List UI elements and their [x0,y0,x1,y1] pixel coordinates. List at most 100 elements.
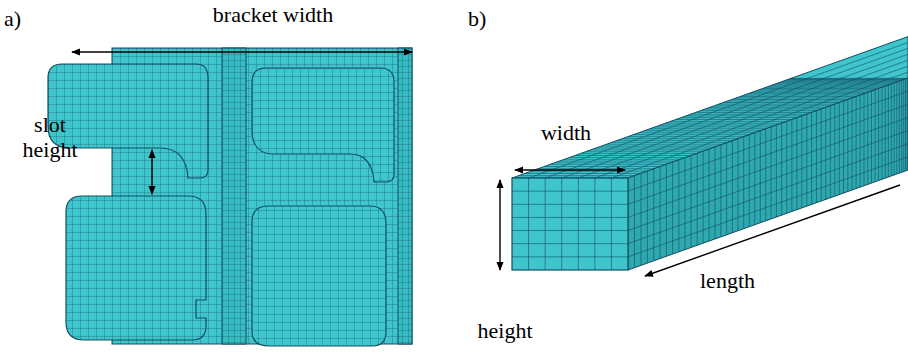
mesh-line [759,89,875,90]
mesh-line [825,107,826,199]
mesh-line [633,134,749,135]
mesh-line [894,83,895,175]
mesh-line [678,160,679,252]
mesh-line [786,121,787,213]
mesh-line [705,109,821,110]
mesh-line [644,130,760,131]
mesh-line [557,162,673,163]
mesh-line [748,93,864,94]
mesh-line [525,173,641,174]
mesh-line [512,217,628,218]
mesh-line [738,139,739,231]
mesh-line [714,147,715,239]
mesh-line [769,86,885,87]
mesh-line [765,129,766,221]
mesh-line [581,153,697,154]
mesh-line [885,86,886,178]
mesh-line [720,145,721,237]
mesh-line [726,143,727,235]
mesh-line [878,89,879,181]
mesh-line [634,176,635,268]
wire-mesh [512,37,908,270]
mesh-line [622,138,738,139]
mesh-line [710,107,826,108]
mesh-line [587,151,703,152]
mesh-line [763,88,879,89]
mesh-line [512,204,628,205]
mesh-line [732,141,733,233]
mesh-line [860,95,861,187]
mesh-line [529,42,908,178]
mesh-line [628,131,908,231]
mesh-line [616,140,732,141]
mesh-line [628,144,908,244]
mesh-line [771,127,772,219]
dimension-arrows [72,52,900,276]
mesh-line [905,79,906,171]
mesh-line [655,126,771,127]
mesh-line [843,101,844,193]
mesh-line [899,81,900,173]
mesh-line [791,78,907,79]
mesh-line [754,133,755,225]
mesh-line [852,98,853,190]
bracket-mesh [48,48,412,346]
mesh-line [544,166,660,167]
mesh-line [856,97,857,189]
mesh-line [563,159,679,160]
mesh-line [628,91,908,191]
mesh-line [660,125,776,126]
mesh-line [594,178,595,270]
mesh-line [736,97,852,98]
mesh-line [628,104,908,204]
mesh-line [696,112,812,113]
mesh-line [744,95,860,96]
mesh-line [578,178,579,270]
mesh-line [550,164,666,165]
mesh-line [660,167,661,259]
mesh-line [519,175,635,176]
mesh-line [628,157,908,257]
mesh-line [653,169,654,261]
mesh-line [709,149,710,241]
mesh-line [639,132,755,133]
mesh-line [719,104,835,105]
mesh-line [671,121,787,122]
mesh-line [647,171,648,263]
mesh-line [801,116,802,208]
mesh-line [697,153,698,245]
mesh-line [863,94,864,186]
mesh-line [775,83,891,84]
mesh-line [686,115,802,116]
mesh-line [891,84,892,176]
mesh-line [512,191,628,192]
mesh-line [578,60,908,178]
mesh-line [672,162,673,254]
mesh-line [772,85,888,86]
mesh-line [778,82,894,83]
mesh-line [743,137,744,229]
mesh-line [605,144,721,145]
mesh-line [755,91,871,92]
mesh-line [791,119,792,211]
mesh-line [714,105,830,106]
mesh-line [811,112,812,204]
mesh-line [640,173,641,265]
panel-label: b) [468,6,486,31]
mesh-line [538,168,654,169]
mesh-line [545,178,546,270]
mesh-line [528,178,529,270]
mesh-line [628,136,744,137]
mesh-line [901,80,902,172]
mesh-line [684,158,685,250]
mesh-line [595,66,908,178]
mesh-line [611,178,612,270]
dimension-label: height [478,318,533,343]
mesh-line [907,78,908,170]
mesh-line [749,135,750,227]
mesh-line [611,142,727,143]
mesh-line [816,111,817,203]
mesh-line [903,80,904,172]
mesh-line [599,146,715,147]
